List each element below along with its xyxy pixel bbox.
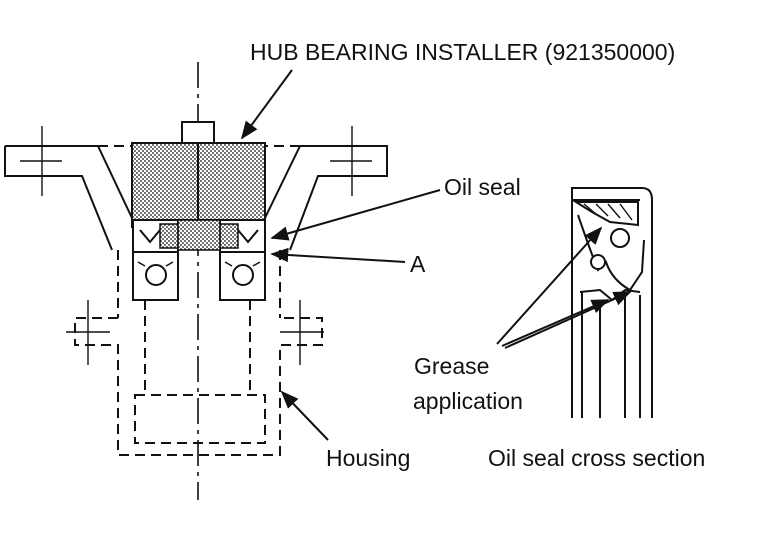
bearing-right [219, 251, 266, 301]
installer-label: HUB BEARING INSTALLER (921350000) [250, 39, 675, 65]
inner-bore [134, 394, 266, 444]
oil-seal-right [219, 219, 266, 253]
oil-seal-label: Oil seal [444, 174, 521, 200]
installer-stub [181, 121, 215, 144]
housing-label: Housing [326, 445, 410, 471]
bearing-left [132, 251, 179, 301]
point-a-label: A [410, 251, 426, 277]
grease-label-line2: application [413, 388, 523, 414]
cross-section-label: Oil seal cross section [488, 445, 705, 471]
installer-assembly [4, 62, 388, 500]
grease-label-line1: Grease [414, 353, 489, 379]
oil-seal-cross-section-drawing [571, 187, 653, 418]
oil-seal-left [132, 219, 179, 253]
